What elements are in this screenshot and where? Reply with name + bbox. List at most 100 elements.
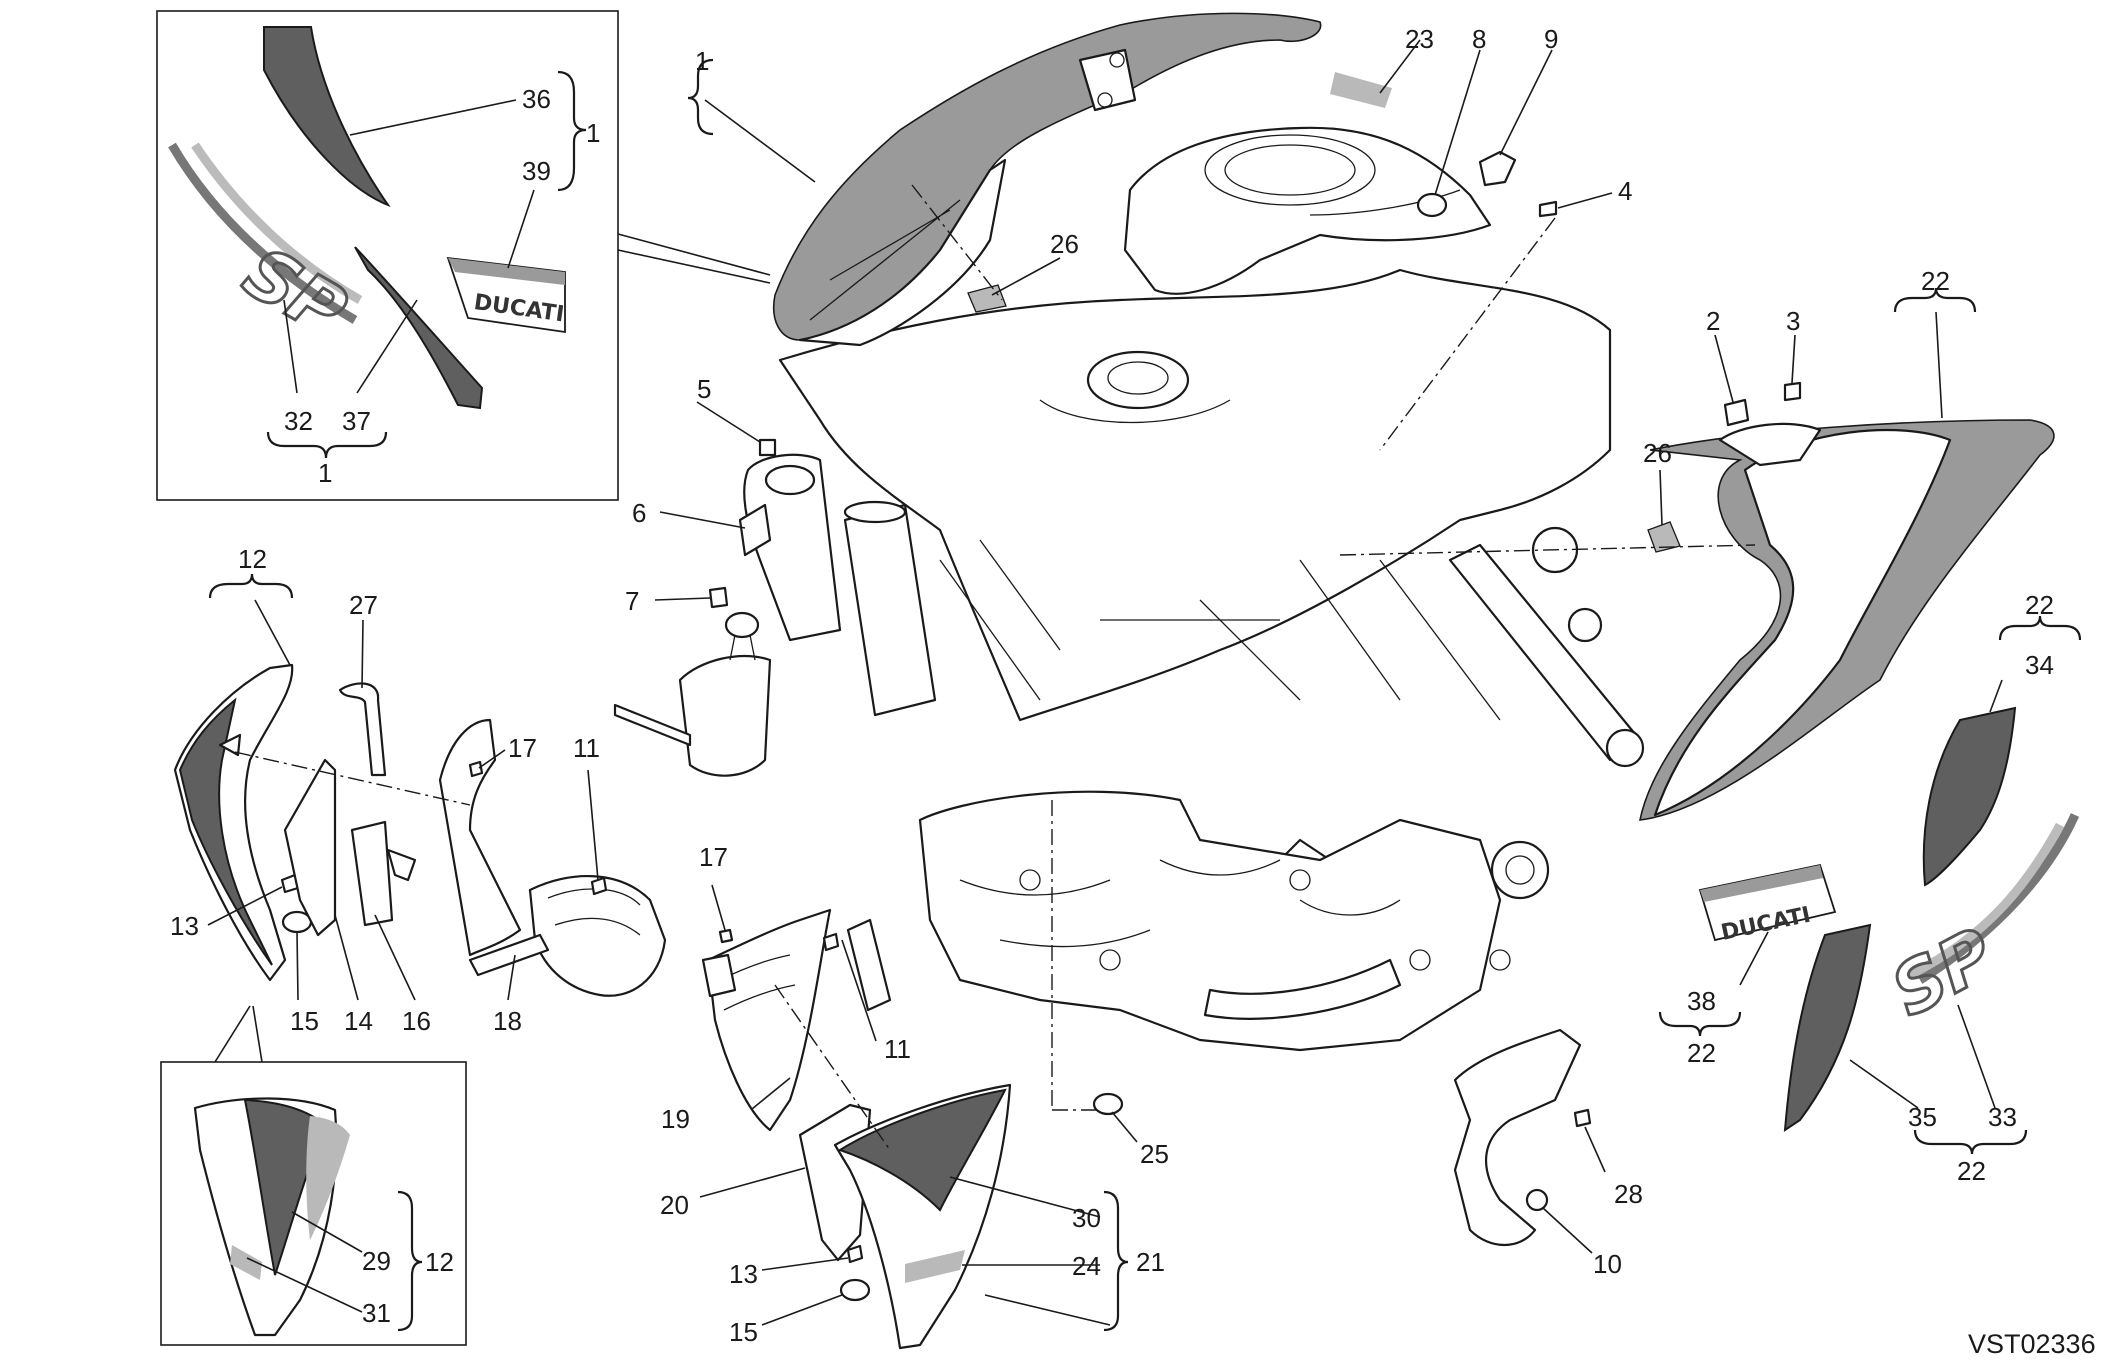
- fuel-tank-body: [778, 268, 1612, 722]
- tank-cover-ribs: [809, 199, 961, 321]
- callout-24: 24: [1072, 1251, 1101, 1281]
- callout-9: 9: [1544, 24, 1558, 54]
- leader-inset-to-tank-a: [617, 249, 771, 284]
- tank-cover-inner: [798, 158, 1007, 347]
- callout-33: 33: [1988, 1102, 2017, 1132]
- tank-cover-hole-2: [1097, 92, 1113, 108]
- fuel-pump-pipes: [729, 634, 756, 661]
- leader-33: [1957, 1004, 1996, 1109]
- callout-35: 35: [1908, 1102, 1937, 1132]
- leader-26-right: [1659, 469, 1663, 526]
- leader-11-left: [587, 769, 599, 881]
- leader-35: [1849, 1059, 1919, 1109]
- leader-37: [356, 299, 418, 394]
- engine-bolt-1: [1019, 869, 1041, 891]
- tank-cover-hole-1: [1109, 52, 1125, 68]
- leader-21: [984, 1294, 1111, 1326]
- callout-8: 8: [1472, 24, 1486, 54]
- callout-7: 7: [625, 586, 639, 616]
- decal-29: [243, 1098, 327, 1276]
- fuel-pump-hose: [613, 703, 692, 747]
- leader-29: [291, 1211, 363, 1253]
- brace-12-inset: [397, 1190, 423, 1332]
- part-11-screw-right: [822, 932, 840, 952]
- decal-31: [230, 1245, 262, 1280]
- callout-15-right: 15: [729, 1317, 758, 1347]
- part-19-clip: [701, 953, 737, 998]
- callout-27: 27: [349, 590, 378, 620]
- callout-11-left: 11: [573, 733, 600, 763]
- part-17-screw-right: [718, 928, 734, 944]
- part-2-grommet: [1723, 398, 1750, 427]
- leader-12-top: [254, 599, 291, 666]
- decal-34: [1922, 706, 2017, 887]
- leader-9: [1499, 49, 1553, 156]
- leader-28: [1584, 1126, 1606, 1173]
- part-18-mount: [468, 933, 550, 977]
- axis-4: [1379, 217, 1556, 451]
- callout-22-bottom: 22: [1957, 1156, 1986, 1186]
- diagram-code: VST02336: [1968, 1329, 2096, 1359]
- tank-seam: [1039, 399, 1231, 424]
- side-panel-inner: [1653, 428, 1952, 817]
- leader-18: [507, 954, 516, 1001]
- callout-1-cover: 1: [695, 46, 709, 76]
- part-13-screw-right: [846, 1244, 864, 1264]
- callout-29: 29: [362, 1246, 391, 1276]
- inset-frame-top: [156, 10, 619, 501]
- frame-pivot-2: [1567, 607, 1603, 643]
- leader-20: [699, 1167, 806, 1198]
- leader-15-left: [296, 931, 299, 1001]
- callout-26-left: 26: [1050, 229, 1079, 259]
- leader-15-right: [761, 1294, 843, 1326]
- leader-39: [507, 189, 535, 269]
- decal-32-stripe-1: [168, 142, 358, 324]
- callout-26-right: 26: [1643, 438, 1672, 468]
- callout-13-right: 13: [729, 1259, 758, 1289]
- fuel-pump-top: [724, 611, 760, 639]
- decal-35: [1783, 923, 1872, 1132]
- callout-17-left: 17: [508, 733, 537, 763]
- frame-tube-right: [1448, 543, 1642, 762]
- part-9-seat: [1416, 192, 1448, 218]
- leader-30: [949, 1176, 1101, 1218]
- assembly-axis-right: [774, 984, 891, 1151]
- decal-33-stripe-2: [1907, 822, 2064, 980]
- part-17-screw-left: [468, 760, 484, 778]
- leader-4: [1557, 192, 1613, 209]
- callout-30: 30: [1072, 1203, 1101, 1233]
- leader-38: [1739, 931, 1769, 986]
- part-23-decal: [1330, 72, 1392, 108]
- leader-26-left: [991, 257, 1061, 296]
- decal-33-stripe-1: [1917, 813, 2080, 984]
- leader-5: [696, 401, 761, 443]
- leader-23: [1379, 39, 1421, 94]
- callout-36: 36: [522, 84, 551, 114]
- callout-12-top: 12: [238, 544, 267, 574]
- callout-1-inset-right: 1: [586, 118, 600, 148]
- leader-25: [1111, 1111, 1138, 1143]
- leader-1-cover: [704, 99, 816, 183]
- callout-25: 25: [1140, 1139, 1169, 1169]
- engine-mount-left: [846, 918, 892, 1012]
- leader-14: [334, 914, 359, 1001]
- sprocket-hub: [1505, 855, 1535, 885]
- airbox-cover-8: [1123, 126, 1492, 295]
- part-26-pad-right: [1648, 522, 1680, 552]
- leader-22-top: [1935, 311, 1943, 419]
- leader-inset-to-tank-b: [617, 233, 771, 276]
- leader-31: [246, 1257, 363, 1313]
- tank-filler-ring: [1107, 361, 1169, 395]
- leader-10: [1542, 1207, 1593, 1254]
- brace-1-cover: [687, 58, 714, 136]
- part-25-grommet: [1092, 1092, 1124, 1116]
- brace-12-top: [208, 573, 294, 599]
- callouts: 1 1 1 36 39 32 37 23 8 9 4 26 26 2 3 22 …: [170, 24, 2054, 1347]
- fuel-pump-housing-opening: [764, 464, 816, 496]
- part-16-hook: [386, 848, 417, 882]
- frame-cylinder-left-cap: [843, 500, 907, 524]
- decal-39: DUCATI: [446, 256, 566, 334]
- axis-26-left: [911, 184, 1003, 301]
- callout-10: 10: [1593, 1249, 1622, 1279]
